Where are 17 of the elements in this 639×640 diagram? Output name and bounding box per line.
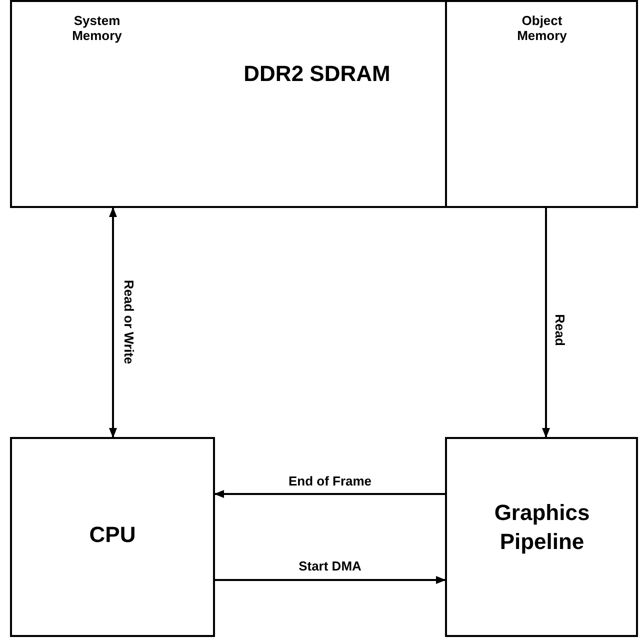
edge-label: Read xyxy=(552,314,568,346)
edge-label: Start DMA xyxy=(298,558,362,574)
block-title: DDR2 SDRAM xyxy=(242,60,392,88)
arrow xyxy=(214,490,445,498)
region-label: Object Memory xyxy=(516,14,568,44)
block-title: CPU xyxy=(88,521,137,549)
arrow xyxy=(215,576,446,584)
edge-label: Read or Write xyxy=(122,280,136,364)
block-box xyxy=(445,437,638,637)
arrow xyxy=(542,208,550,438)
arrow xyxy=(109,207,117,438)
edge-label: End of Frame xyxy=(288,474,372,488)
block-box xyxy=(10,437,215,637)
region-label: System Memory xyxy=(71,14,123,44)
block-title: Graphics Pipeline xyxy=(493,499,591,556)
memory-region xyxy=(445,0,638,208)
memory-region xyxy=(10,0,447,208)
